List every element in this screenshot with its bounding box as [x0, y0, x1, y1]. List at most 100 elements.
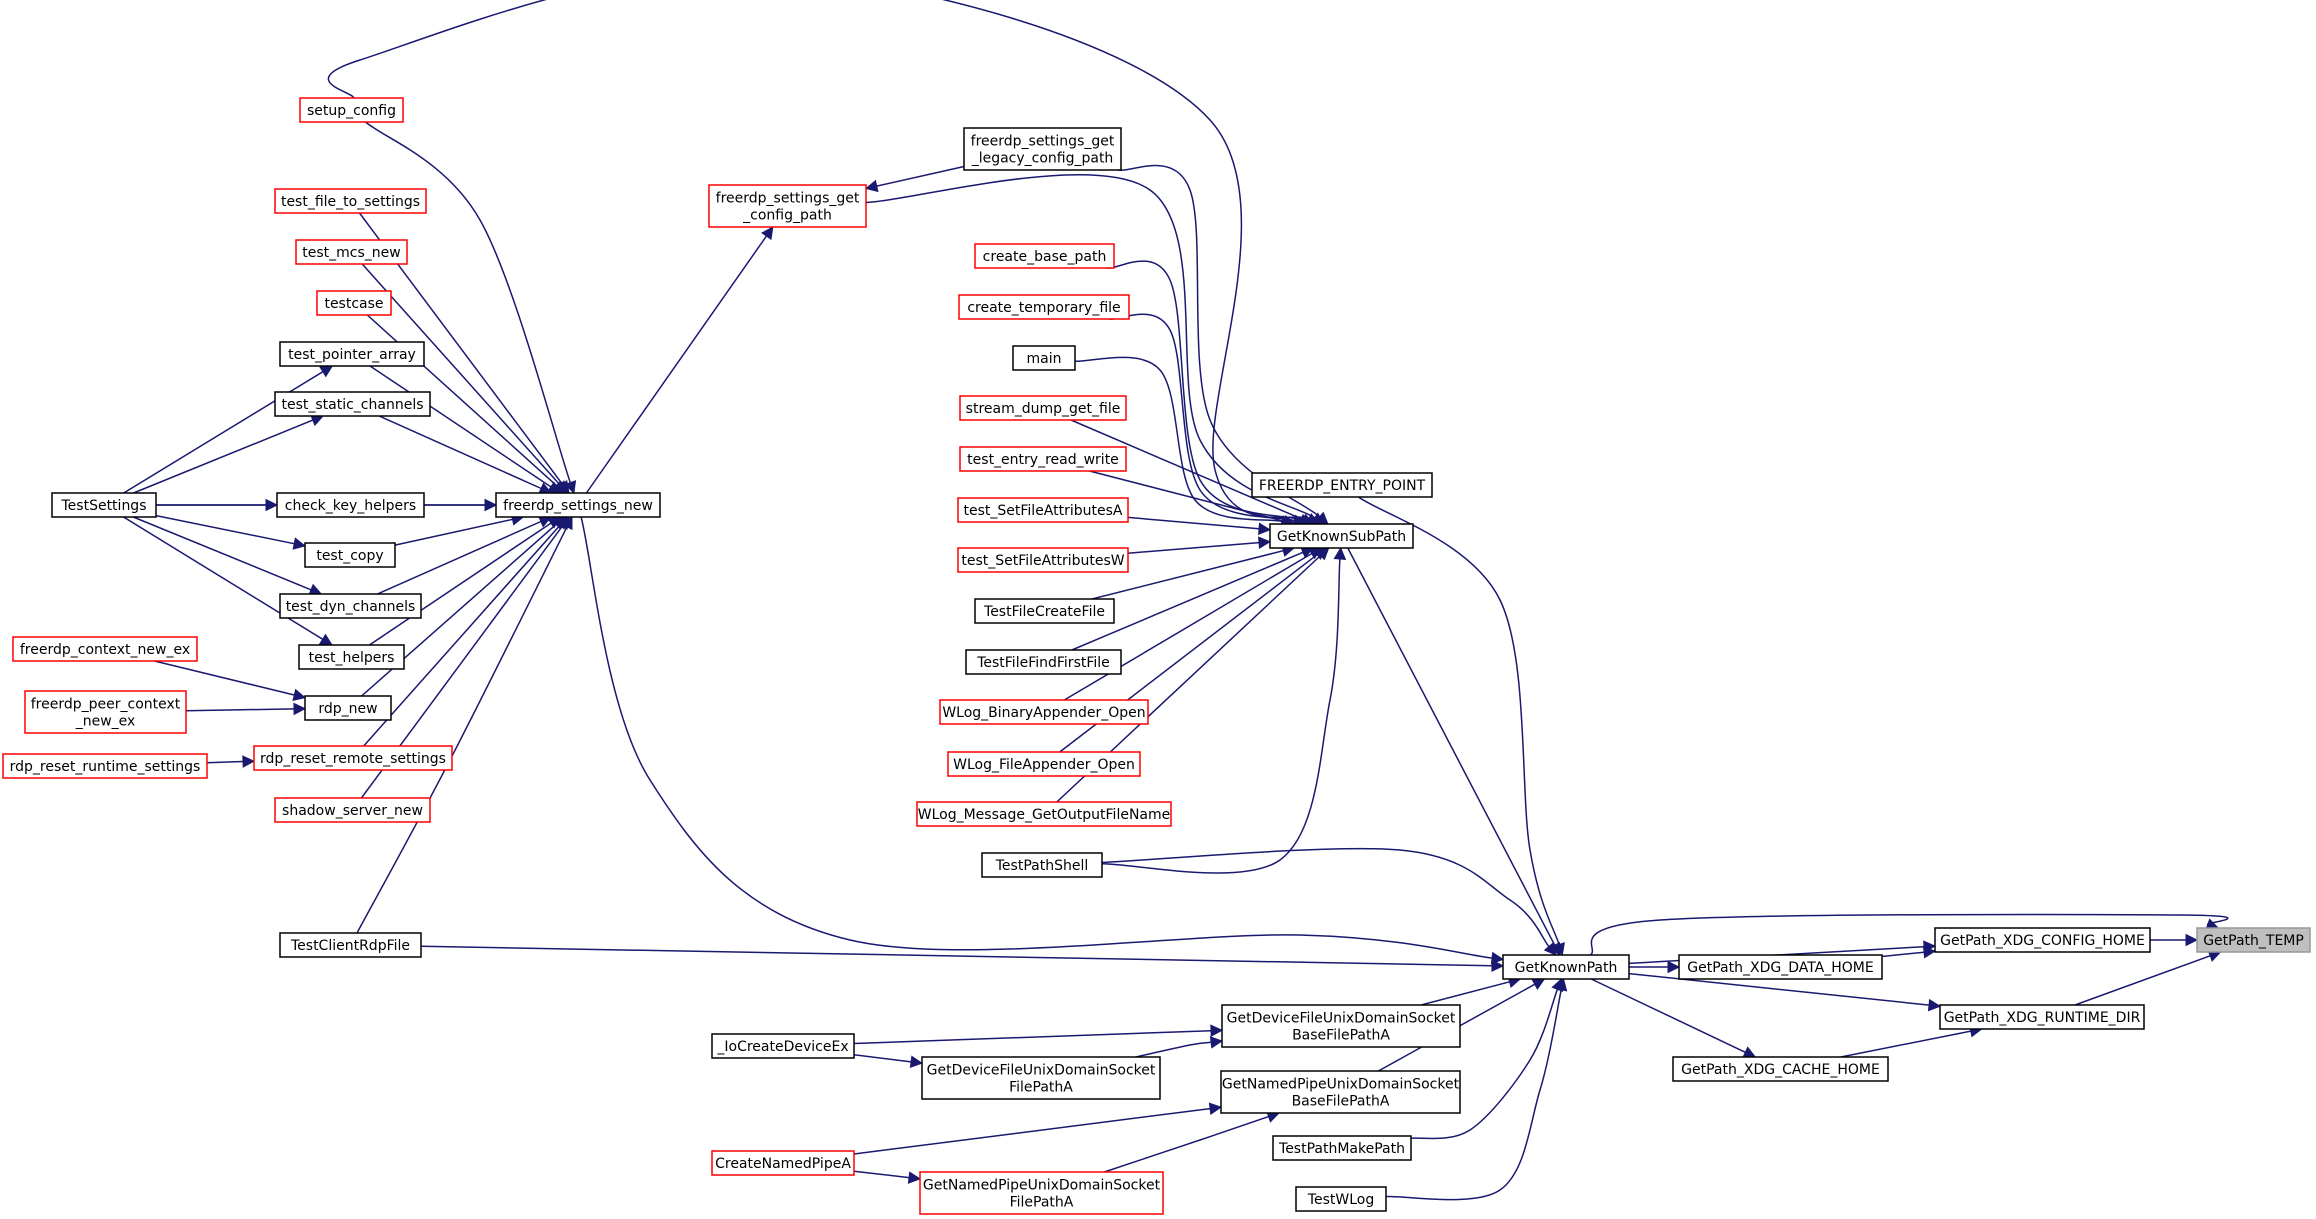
node-wlog-file-appender-open[interactable]: WLog_FileAppender_Open [947, 751, 1141, 777]
edge-test-helpers-to-freerdp-settings-new [368, 522, 552, 646]
node-stream-dump-get-file[interactable]: stream_dump_get_file [959, 395, 1127, 421]
node-rdp-new[interactable]: rdp_new [304, 695, 392, 721]
node-get-device-file-unix-domain-socket-base-file-path-a[interactable]: GetDeviceFileUnixDomainSocketBaseFilePat… [1221, 1004, 1461, 1048]
edge-io-create-device-ex-to-get-device-file-unix-domain-socket-file-path-a [853, 1054, 912, 1063]
node-freerdp-entry-point[interactable]: FREERDP_ENTRY_POINT [1251, 472, 1433, 498]
node-get-known-path[interactable]: GetKnownPath [1502, 954, 1630, 980]
node-rdp-reset-runtime-settings[interactable]: rdp_reset_runtime_settings [2, 753, 208, 779]
edge-freerdp-settings-get-config-path-to-get-known-sub-path [865, 174, 1316, 519]
arrowhead [1742, 1046, 1757, 1058]
node-box [304, 695, 392, 721]
node-get-path-xdg-config-home[interactable]: GetPath_XDG_CONFIG_HOME [1934, 927, 2151, 953]
node-box [1939, 1004, 2145, 1030]
arrowhead [292, 537, 307, 550]
edge-wlog-binary-appender-open-to-get-known-sub-path [1063, 552, 1313, 701]
node-get-path-xdg-data-home[interactable]: GetPath_XDG_DATA_HOME [1678, 954, 1883, 980]
node-rdp-reset-remote-settings[interactable]: rdp_reset_remote_settings [253, 745, 453, 771]
arrowhead [319, 365, 334, 378]
node-test-static-channels[interactable]: test_static_channels [274, 391, 431, 417]
node-check-key-helpers[interactable]: check_key_helpers [276, 492, 425, 518]
node-box [299, 97, 404, 123]
edge-create-temporary-file-to-get-known-sub-path [1109, 313, 1295, 522]
arrowhead [1208, 1102, 1223, 1115]
arrowhead [907, 1171, 922, 1184]
node-wlog-binary-appender-open[interactable]: WLog_BinaryAppender_Open [939, 699, 1149, 725]
node-freerdp-context-new-ex[interactable]: freerdp_context_new_ex [12, 636, 198, 662]
node-create-base-path[interactable]: create_base_path [974, 243, 1115, 269]
arrowhead [1667, 960, 1681, 974]
node-label: GetPath_XDG_RUNTIME_DIR [1944, 1010, 2141, 1026]
node-box [279, 593, 422, 619]
node-test-dyn-channels[interactable]: test_dyn_channels [279, 593, 422, 619]
node-label: test_mcs_new [302, 245, 400, 261]
node-get-path-xdg-runtime-dir[interactable]: GetPath_XDG_RUNTIME_DIR [1939, 1004, 2145, 1030]
node-label: TestFileFindFirstFile [976, 655, 1110, 671]
node-freerdp-settings-get-config-path[interactable]: freerdp_settings_get_config_path [708, 184, 867, 228]
node-test-wlog[interactable]: TestWLog [1295, 1186, 1387, 1212]
node-test-pointer-array[interactable]: test_pointer_array [279, 341, 425, 367]
node-get-named-pipe-unix-domain-socket-base-file-path-a[interactable]: GetNamedPipeUnixDomainSocketBaseFilePath… [1220, 1070, 1461, 1114]
arrowhead [1491, 959, 1505, 972]
node-box [51, 492, 157, 518]
node-create-named-pipe-a[interactable]: CreateNamedPipeA [711, 1150, 855, 1176]
node-shadow-server-new[interactable]: shadow_server_new [274, 797, 431, 823]
arrowhead [242, 755, 256, 768]
node-label: TestFileCreateFile [983, 604, 1105, 620]
node-io-create-device-ex[interactable]: _IoCreateDeviceEx [711, 1033, 855, 1059]
node-wlog-message-get-output-file-name[interactable]: WLog_Message_GetOutputFileName [916, 801, 1172, 827]
node-test-file-create-file[interactable]: TestFileCreateFile [974, 598, 1115, 624]
edge-get-path-xdg-data-home-to-get-path-xdg-config-home [1881, 951, 1925, 958]
node-main[interactable]: main [1012, 345, 1076, 371]
node-test-path-shell[interactable]: TestPathShell [981, 852, 1103, 878]
node-test-settings[interactable]: TestSettings [51, 492, 157, 518]
arrowhead [318, 633, 333, 646]
arrowhead [1922, 945, 1937, 959]
node-freerdp-peer-context-new-ex[interactable]: freerdp_peer_context_new_ex [24, 690, 187, 734]
node-label: WLog_FileAppender_Open [953, 757, 1135, 773]
node-test-client-rdp-file[interactable]: TestClientRdpFile [279, 932, 422, 958]
node-freerdp-settings-get-legacy-config-path[interactable]: freerdp_settings_get_legacy_config_path [963, 127, 1122, 171]
node-freerdp-settings-new[interactable]: freerdp_settings_new [495, 492, 661, 518]
node-testcase[interactable]: testcase [316, 290, 392, 316]
edge-layer [123, 0, 2229, 1201]
edge-freerdp-settings-get-legacy-config-path-to-get-known-sub-path [1117, 164, 1321, 518]
node-box [1502, 954, 1630, 980]
node-test-path-make-path[interactable]: TestPathMakePath [1272, 1135, 1412, 1161]
node-label: TestPathMakePath [1278, 1141, 1405, 1157]
node-create-temporary-file[interactable]: create_temporary_file [958, 294, 1130, 320]
node-test-set-file-attributes-w[interactable]: test_SetFileAttributesW [957, 547, 1129, 573]
node-test-entry-read-write[interactable]: test_entry_read_write [959, 446, 1127, 472]
node-box [947, 751, 1141, 777]
edge-freerdp-peer-context-new-ex-to-rdp-new [185, 708, 295, 712]
node-test-set-file-attributes-a[interactable]: test_SetFileAttributesA [957, 497, 1129, 523]
node-label: GetNamedPipeUnixDomainSocket [1222, 1077, 1460, 1093]
arrowhead [292, 688, 307, 701]
node-test-file-find-first-file[interactable]: TestFileFindFirstFile [965, 649, 1122, 675]
node-label: test_static_channels [281, 397, 423, 413]
edge-get-known-path-to-get-path-xdg-cache-home [1590, 978, 1746, 1053]
node-label: test_pointer_array [288, 347, 416, 363]
node-box [276, 492, 425, 518]
node-label: GetDeviceFileUnixDomainSocket [1227, 1011, 1456, 1027]
node-get-path-xdg-cache-home[interactable]: GetPath_XDG_CACHE_HOME [1672, 1056, 1889, 1082]
node-test-helpers[interactable]: test_helpers [298, 644, 405, 670]
node-get-known-sub-path[interactable]: GetKnownSubPath [1269, 523, 1414, 549]
node-box [921, 1056, 1161, 1100]
node-setup-config[interactable]: setup_config [299, 97, 404, 123]
edge-freerdp-context-new-ex-to-rdp-new [154, 660, 295, 696]
node-box [253, 745, 453, 771]
node-test-copy[interactable]: test_copy [304, 542, 396, 568]
edge-test-entry-read-write-to-get-known-sub-path [1089, 470, 1285, 523]
node-label: GetPath_TEMP [2203, 933, 2304, 949]
node-label: _IoCreateDeviceEx [716, 1039, 848, 1055]
node-get-path-temp[interactable]: GetPath_TEMP [2196, 927, 2311, 953]
arrowhead [1554, 977, 1568, 992]
node-test-mcs-new[interactable]: test_mcs_new [295, 239, 408, 265]
node-label: GetPath_XDG_CONFIG_HOME [1940, 933, 2145, 949]
node-test-file-to-settings[interactable]: test_file_to_settings [274, 188, 427, 214]
node-label: rdp_new [318, 701, 377, 717]
edge-get-path-xdg-cache-home-to-get-path-xdg-runtime-dir [1840, 1030, 1972, 1058]
arrowhead [1209, 1036, 1224, 1049]
